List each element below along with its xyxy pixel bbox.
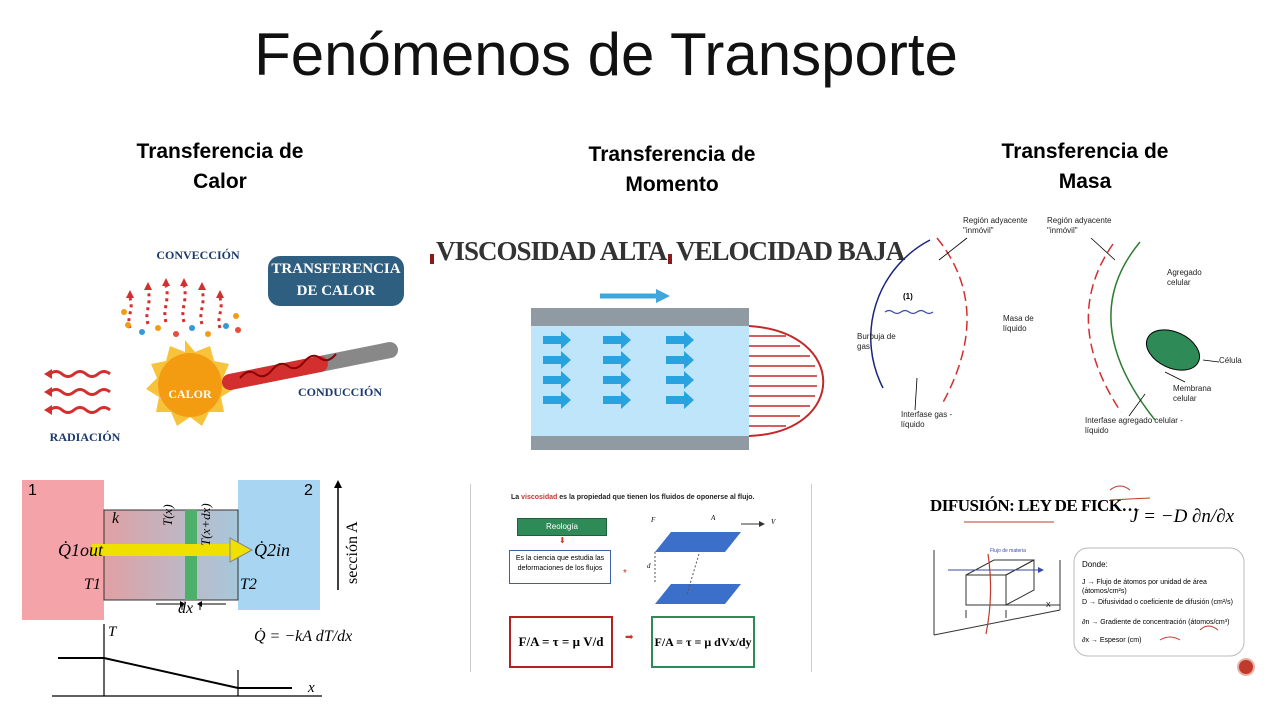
heat-formula: Q̇ = −kA dT/dx (254, 628, 353, 645)
record-indicator-icon[interactable] (1239, 660, 1253, 674)
label-cell: Célula (1219, 356, 1242, 365)
equation-newton-differential: F/A = τ = μ dVx/dy (651, 616, 755, 668)
fick-def-j: J → Flujo de átomos por unidad de área (… (1082, 579, 1207, 595)
equation-arrow-icon: ➡ (625, 632, 634, 643)
flow-arrows (543, 331, 694, 409)
label-x-axis: x (308, 680, 315, 696)
label-txdx: T(x+dx) (198, 503, 213, 546)
fick-law-card: DIFUSIÓN: LEY DE FICK… J = −D ∂n/∂x Fluj… (910, 470, 1260, 670)
heat-conduction-graphic (22, 480, 342, 697)
rheology-arrow-icon: ⬇ (559, 536, 566, 545)
fick-def-gradient: ∂n → Gradiente de concentración (átomos/… (1082, 619, 1230, 626)
heading-heat-transfer: Transferencia de Calor (136, 140, 304, 193)
slide-title: Fenómenos de Transporte (254, 21, 958, 88)
fick-diffusion-graphic (933, 485, 1245, 657)
fick-def-thickness: ∂x → Espesor (cm) (1082, 637, 1142, 644)
heading-mass-transfer: Transferencia de Masa (1001, 140, 1169, 193)
mass-transfer-diagram: Región adyacente "inmóvil" Región adyace… (855, 210, 1255, 440)
label-heat: CALOR (168, 387, 212, 401)
label-k: k (112, 510, 120, 527)
mass-transfer-graphic (870, 237, 1220, 421)
label-low-velocity: VELOCIDAD BAJA (676, 236, 905, 266)
viscosity-intro: La viscosidad es la propiedad que tienen… (511, 494, 801, 501)
label-matter-flow: Flujo de materia (990, 548, 1026, 554)
heat-illustration-graphic (44, 256, 404, 426)
label-q-in: Q̇2in (254, 540, 290, 560)
label-gas-liquid-interface: Interfase gas - líquido (901, 410, 953, 429)
label-region-1: 1 (28, 482, 37, 499)
label-q-out: Q̇1out (58, 540, 103, 560)
intro-keyword: viscosidad (521, 494, 558, 501)
rheology-box: Reología (517, 518, 607, 536)
label-convection: CONVECCIÓN (156, 248, 240, 262)
label-cell-aggregate: Agregado celular (1167, 268, 1202, 287)
label-t2: T2 (240, 576, 257, 593)
label-conduction: CONDUCCIÓN (298, 385, 382, 399)
equation-newton-simple: F/A = τ = μ V/d (509, 616, 613, 668)
fick-equation: J = −D ∂n/∂x (1130, 506, 1235, 527)
plate-label-d: d (647, 562, 651, 570)
momentum-illustration: VISCOSIDAD ALTA VELOCIDAD BAJA (428, 232, 905, 457)
label-marker-1: (1) (903, 292, 913, 301)
label-stagnant-region-gas: Región adyacente "inmóvil" (963, 216, 1028, 235)
heading-momentum-transfer: Transferencia de Momento (588, 143, 756, 196)
label-cell-liquid-interface: Interfase agregado celular - líquido (1085, 416, 1183, 435)
viscosity-card: La viscosidad es la propiedad que tienen… (470, 484, 812, 672)
label-gas-bubble: Burbuja de gas (857, 332, 896, 351)
heat-illustration: CONVECCIÓN TRANSFERENCIA DE CALOR CALOR … (30, 240, 410, 450)
label-fick-axis-x: X (1046, 602, 1051, 609)
label-t1: T1 (84, 576, 101, 593)
label-region-2: 2 (304, 482, 313, 499)
flow-profile-graphic (430, 254, 825, 450)
fick-title: DIFUSIÓN: LEY DE FICK… (930, 496, 1138, 515)
shear-plates-graphic (654, 521, 765, 604)
label-liquid-mass: Masa de líquido (1003, 314, 1034, 333)
asterisk-icon: * (623, 568, 627, 579)
label-dx: dx (178, 600, 194, 617)
plate-label-v: V (771, 518, 776, 526)
intro-prefix: La (511, 494, 522, 501)
label-stagnant-region-cell: Región adyacente "inmóvil" (1047, 216, 1112, 235)
fick-def-d: D → Difusividad o coeficiente de difusió… (1082, 599, 1233, 606)
label-radiation: RADIACIÓN (49, 430, 121, 444)
fick-where: Donde: (1082, 560, 1108, 569)
intro-rest: es la propiedad que tienen los fluidos d… (557, 494, 755, 501)
label-heat-banner: TRANSFERENCIA DE CALOR (271, 261, 401, 299)
plate-label-a: A (711, 514, 716, 522)
rheology-definition: Es la ciencia que estudia las deformacio… (509, 550, 611, 584)
heat-conduction-diagram: 1 2 k Q̇1out Q̇2in T1 T2 T(x) T(x+dx) dx… (22, 480, 361, 700)
label-section: sección A (344, 521, 361, 584)
label-cell-membrane: Membrana celular (1173, 384, 1212, 403)
label-tx: T(x) (160, 504, 175, 526)
label-t-axis: T (108, 624, 117, 640)
label-high-viscosity: VISCOSIDAD ALTA (436, 236, 667, 266)
plate-label-f: F (651, 516, 656, 524)
